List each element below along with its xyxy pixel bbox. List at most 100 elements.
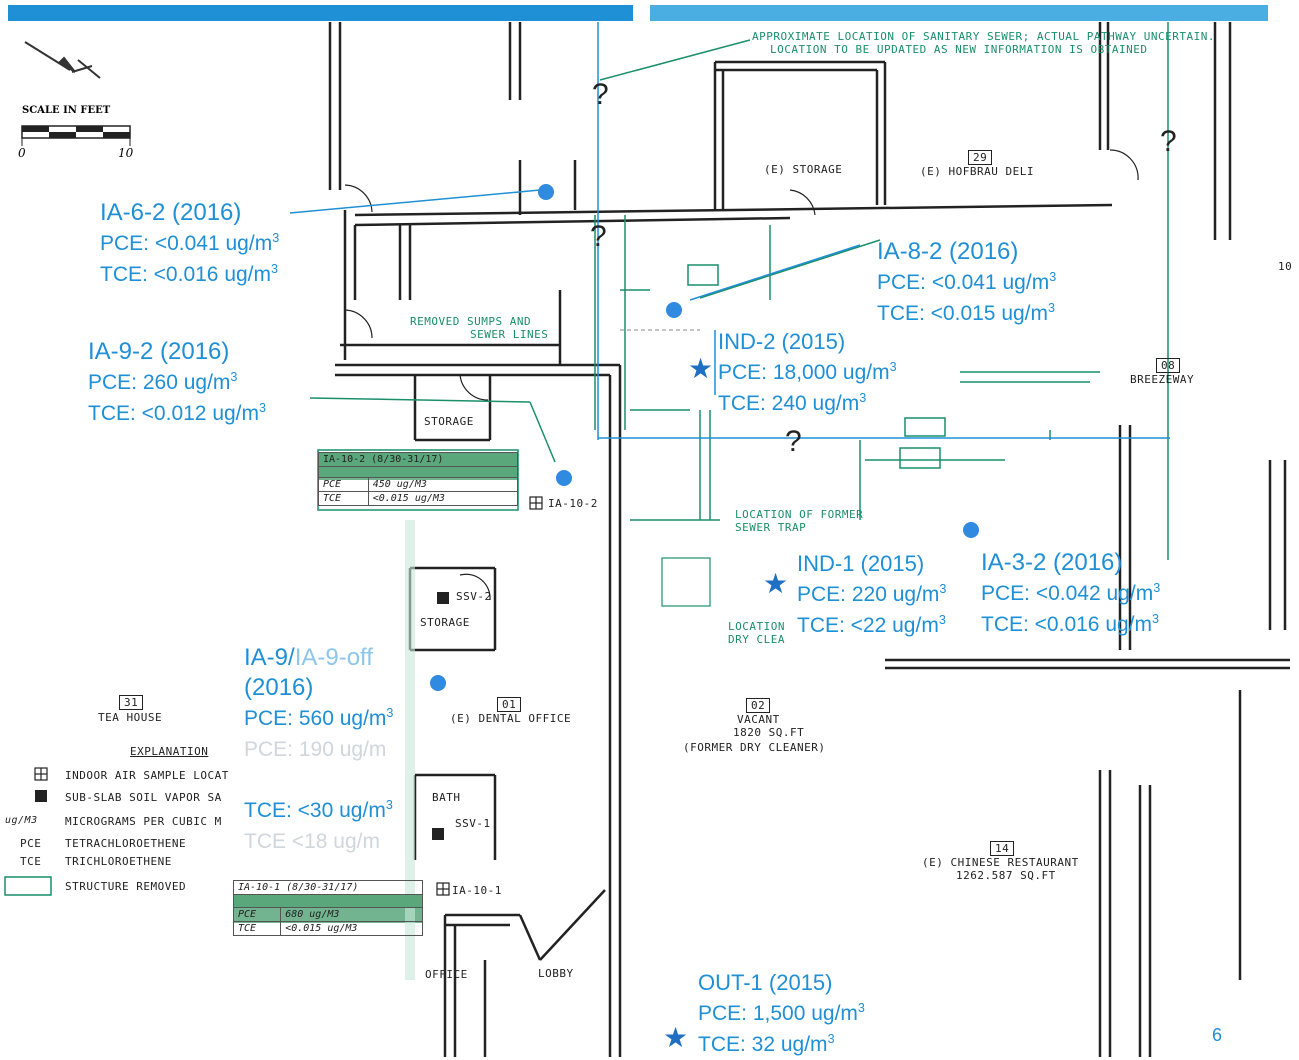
callout-out-1-pce: PCE: 1,500 ug/m	[698, 1002, 858, 1025]
callout-ia-6-2-pce: PCE: <0.041 ug/m	[100, 232, 273, 255]
room-chinese-restaurant: (E) CHINESE RESTAURANT	[922, 856, 1079, 869]
room-dental-office: (E) DENTAL OFFICE	[450, 712, 572, 725]
sample-table-cell: <0.015 ug/M3	[367, 491, 519, 506]
room-bath: BATH	[432, 791, 461, 804]
callout-ia-9-off-pce-faded: PCE: 190 ug/m	[244, 738, 387, 761]
dry-clean-line1: LOCATION	[728, 620, 785, 633]
star-icon-ind-1: ★	[763, 567, 789, 600]
removed-sumps-line1: REMOVED SUMPS AND	[410, 315, 532, 328]
scale-title: SCALE IN FEET	[22, 105, 111, 116]
room-vacant-former: (FORMER DRY CLEANER)	[683, 741, 826, 754]
room-lobby: LOBBY	[538, 967, 574, 980]
room-right-edge-number: 10	[1278, 260, 1293, 273]
sample-table-header: IA-10-2 (8/30-31/17)	[318, 452, 518, 467]
sample-dot-ia-9-off	[430, 675, 446, 691]
callout-out-1-name: OUT-1 (2015)	[698, 970, 833, 995]
callout-ia-3-2-name: IA-3-2 (2016)	[981, 549, 1123, 576]
sample-table-cell: TCE	[318, 491, 369, 506]
legend-code-ugm3: ug/M3	[5, 815, 38, 826]
callout-ia-9-off-pce: PCE: 560 ug/m	[244, 707, 387, 730]
sample-dot-ia-8	[666, 302, 682, 318]
callout-ia-6-2-name: IA-6-2 (2016)	[100, 199, 242, 226]
callout-ia-9-2: IA-9-2 (2016) PCE: 260 ug/m3 TCE: <0.012…	[88, 338, 267, 425]
callout-ind-1: IND-1 (2015) PCE: 220 ug/m3 TCE: <22 ug/…	[797, 548, 946, 641]
callout-ia-9-2-pce: PCE: 260 ug/m	[88, 371, 231, 394]
room-storage-top: (E) STORAGE	[764, 163, 843, 176]
room-office: OFFICE	[425, 968, 468, 981]
sample-table-header: IA-10-1 (8/30-31/17)	[233, 880, 423, 895]
sample-dot-ia-6	[538, 184, 554, 200]
callout-ind-2-name: IND-2 (2015)	[718, 329, 846, 354]
room-tea-house: TEA HOUSE	[98, 711, 163, 724]
callout-ia-9-2-name: IA-9-2 (2016)	[88, 338, 230, 365]
callout-ia-8-2-pce: PCE: <0.041 ug/m	[877, 271, 1050, 294]
room-chinese-number: 14	[990, 841, 1015, 856]
callout-ia-6-2: IA-6-2 (2016) PCE: <0.041 ug/m3 TCE: <0.…	[100, 199, 280, 286]
legend-code-tce: TCE	[20, 855, 42, 868]
sewer-trap-line1: LOCATION OF FORMER	[735, 508, 864, 521]
room-storage-mid: STORAGE	[420, 616, 470, 629]
ia-10-2-tag: IA-10-2	[548, 497, 598, 510]
sample-dot-ia-3	[963, 522, 979, 538]
room-vacant: VACANT	[737, 713, 780, 726]
room-tea-number: 31	[119, 695, 144, 710]
callout-out-1-tce: TCE: 32 ug/m	[698, 1033, 828, 1056]
callout-ind-1-name: IND-1 (2015)	[797, 551, 925, 576]
scale-start: 0	[18, 146, 26, 160]
callout-ia-8-2-name: IA-8-2 (2016)	[877, 238, 1019, 265]
callout-ia-9-2-tce: TCE: <0.012 ug/m	[88, 402, 260, 425]
sewer-trap-line2: SEWER TRAP	[735, 521, 807, 534]
legend-item-micrograms: MICROGRAMS PER CUBIC M	[65, 815, 222, 828]
sample-table-cell: 450 ug/M3	[367, 477, 519, 492]
legend-item-sub-slab: SUB-SLAB SOIL VAPOR SA	[65, 791, 222, 804]
callout-ia-9-off-name-a: IA-9/	[244, 644, 295, 671]
room-hofbrau-number: 29	[968, 150, 993, 165]
star-icon-out-1: ★	[663, 1021, 689, 1054]
callout-ind-2-pce: PCE: 18,000 ug/m	[718, 361, 890, 384]
callout-out-1: OUT-1 (2015) PCE: 1,500 ug/m3 TCE: 32 ug…	[698, 967, 865, 1060]
sample-table-cell: 680 ug/M3	[280, 907, 423, 922]
ssv-1-label: SSV-1	[455, 817, 491, 830]
walls	[328, 22, 1290, 1057]
room-vacant-number: 02	[746, 698, 771, 713]
room-breezeway: BREEZEWAY	[1130, 373, 1195, 386]
callout-ia-9-off: IA-9/IA-9-off (2016) PCE: 560 ug/m3 PCE:…	[244, 644, 394, 853]
room-breezeway-number: 08	[1156, 358, 1181, 373]
north-arrow-icon	[24, 41, 101, 79]
legend-item-structure-removed: STRUCTURE REMOVED	[65, 880, 187, 893]
callout-ind-1-tce: TCE: <22 ug/m	[797, 614, 939, 637]
callout-ia-9-off-year: (2016)	[244, 674, 314, 701]
dry-clean-line2: DRY CLEA	[728, 633, 785, 646]
removed-structure-lines	[4, 22, 1169, 896]
ssv-2-label: SSV-2	[456, 590, 492, 603]
header-bar-left	[8, 5, 633, 21]
legend-item-tce: TRICHLOROETHENE	[65, 855, 172, 868]
sewer-note-line2: LOCATION TO BE UPDATED AS NEW INFORMATIO…	[770, 43, 1148, 56]
question-mark-3: ?	[785, 425, 802, 458]
legend-item-indoor-air: INDOOR AIR SAMPLE LOCAT	[65, 769, 229, 782]
callout-ia-9-off-tce: TCE: <30 ug/m	[244, 799, 386, 822]
sample-table-cell: <0.015 ug/M3	[280, 921, 423, 936]
callout-ind-1-pce: PCE: 220 ug/m	[797, 583, 940, 606]
room-chinese-sqft: 1262.587 SQ.FT	[956, 869, 1056, 882]
sample-table-cell: PCE	[318, 477, 369, 492]
sewer-note-line1: APPROXIMATE LOCATION OF SANITARY SEWER; …	[752, 30, 1215, 43]
scale-bar	[21, 125, 131, 146]
callout-ia-3-2-tce: TCE: <0.016 ug/m	[981, 613, 1153, 636]
door-arcs	[344, 149, 1139, 601]
legend-item-pce: TETRACHLOROETHENE	[65, 837, 187, 850]
question-mark-2: ?	[590, 220, 607, 253]
page-number: 6	[1212, 1025, 1223, 1045]
callout-ind-2-tce: TCE: 240 ug/m	[718, 392, 860, 415]
legend-code-pce: PCE	[20, 837, 42, 850]
legend-title: EXPLANATION	[130, 745, 209, 758]
sample-table-cell: TCE	[232, 921, 282, 936]
callout-ia-8-2-tce: TCE: <0.015 ug/m	[877, 302, 1049, 325]
sample-table-cell: PCE	[232, 907, 282, 922]
callout-ia-6-2-tce: TCE: <0.016 ug/m	[100, 263, 272, 286]
room-vacant-sqft: 1820 SQ.FT	[733, 726, 805, 739]
header-bar-right	[650, 5, 1268, 21]
